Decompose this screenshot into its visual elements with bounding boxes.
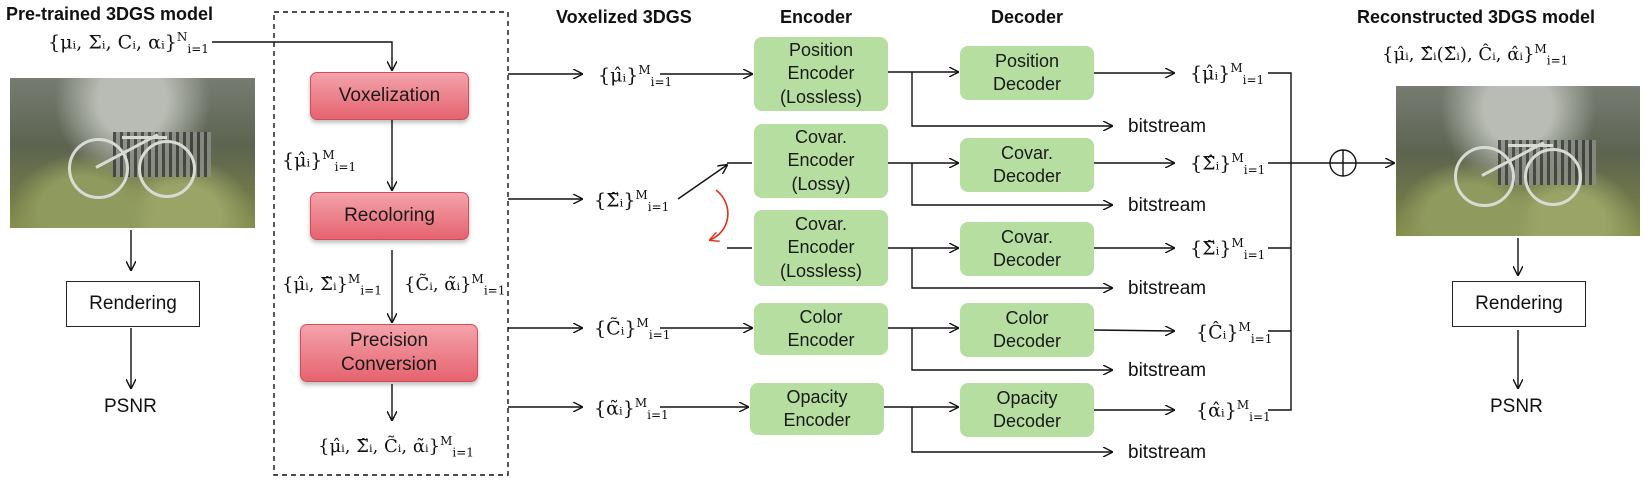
bitstream-label-2: bitstream	[1128, 195, 1207, 216]
voxelization-box: Voxelization	[310, 72, 469, 120]
out-mu-label: {μ̂ᵢ}Mi=1	[1190, 61, 1265, 88]
pipeline-dashed-box	[273, 11, 509, 476]
covar-lossy-encoder-box: Covar.Encoder(Lossy)	[754, 124, 888, 198]
covar-decoder-box-2: Covar.Decoder	[960, 222, 1094, 276]
header-decoder: Decoder	[991, 7, 1064, 27]
pretrained-render-image	[10, 78, 255, 228]
psnr-left: PSNR	[104, 396, 157, 417]
header-encoder: Encoder	[780, 7, 853, 27]
reconstructed-render-image	[1396, 86, 1640, 236]
covar-lossless-encoder-box: Covar.Encoder(Lossless)	[754, 210, 888, 286]
all-tilde-label: {μ̂ᵢ, Σ̃ᵢ, C̃ᵢ, α̃ᵢ}Mi=1	[318, 434, 474, 460]
vox-c-label: {C̃ᵢ}Mi=1	[594, 316, 671, 343]
input-set-label: {μᵢ, Σᵢ, Cᵢ, αᵢ}Ni=1	[48, 30, 209, 57]
red-curved-arrow	[710, 189, 729, 240]
vox-alpha-label: {α̃ᵢ}Mi=1	[594, 396, 669, 423]
header-reconstructed: Reconstructed 3DGS model	[1357, 7, 1596, 27]
reconstructed-set-label: {μ̂ᵢ, Σ̂ᵢ(Σ̃ᵢ), Ĉᵢ, α̂ᵢ}Mi=1	[1382, 42, 1569, 68]
vox-mu-label: {μ̂ᵢ}Mi=1	[598, 63, 673, 90]
psnr-right: PSNR	[1490, 396, 1543, 417]
out-alpha-label: {α̂ᵢ}Mi=1	[1196, 398, 1271, 425]
c-alpha-tilde-label: {C̃ᵢ, α̃ᵢ}Mi=1	[404, 272, 506, 298]
header-pretrained: Pre-trained 3DGS model	[6, 4, 214, 24]
mu-hat-label: {μ̂ᵢ}Mi=1	[282, 148, 357, 175]
bitstream-label-1: bitstream	[1128, 116, 1207, 137]
rendering-box-left: Rendering	[66, 281, 200, 327]
header-voxelized: Voxelized 3DGS	[556, 7, 692, 27]
out-sigma-tilde-label: {Σ̃ᵢ}Mi=1	[1190, 236, 1266, 263]
rendering-box-right: Rendering	[1452, 281, 1586, 327]
bitstream-label-5: bitstream	[1128, 442, 1207, 463]
bitstream-label-3: bitstream	[1128, 278, 1207, 299]
vox-sigma-label: {Σ̃ᵢ}Mi=1	[594, 188, 670, 215]
out-c-label: {Ĉᵢ}Mi=1	[1196, 320, 1273, 347]
recoloring-box: Recoloring	[310, 192, 469, 240]
bitstream-label-4: bitstream	[1128, 360, 1207, 381]
mu-sigma-tilde-label: {μ̂ᵢ, Σ̃ᵢ}Mi=1	[282, 272, 382, 298]
covar-decoder-box-1: Covar.Decoder	[960, 138, 1094, 192]
out-sigma-hat-label: {Σ̂ᵢ}Mi=1	[1190, 151, 1266, 178]
